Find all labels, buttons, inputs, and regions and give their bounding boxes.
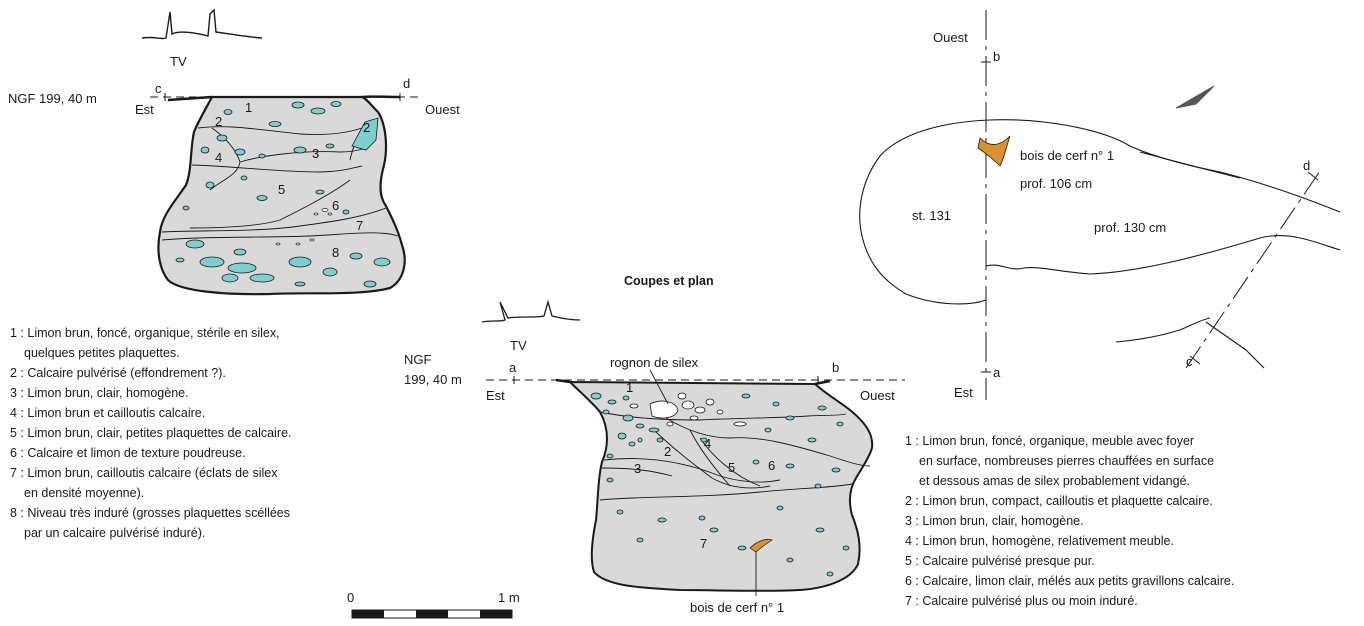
plan-depth-2: prof. 130 cm [1094, 220, 1166, 235]
legend-left-item: quelques petites plaquettes. [24, 346, 180, 360]
axis-cd [1185, 167, 1323, 369]
est-label-2: Est [486, 388, 505, 403]
plan-point-d: d [1303, 158, 1310, 173]
plan-est: Est [954, 385, 973, 400]
pit-profile-2 [567, 380, 874, 592]
plan-view: Ouest b a Est c d bois de cerf n° 1 prof… [859, 10, 1341, 400]
ngf-label-line2: 199, 40 m [404, 372, 462, 387]
layer-7-label-2: 7 [700, 536, 707, 551]
plan-point-c: c [1186, 354, 1193, 369]
legend-left-item: 4 : Limon brun et cailloutis calcaire. [10, 406, 206, 420]
layer-2b-label: 2 [363, 120, 370, 135]
pit-profile [157, 95, 406, 296]
ngf-label: NGF 199, 40 m [8, 91, 97, 106]
legend-right: 1 : Limon brun, foncé, organique, meuble… [905, 431, 1360, 611]
north-arrow [1175, 85, 1215, 109]
point-c-label: c [155, 81, 162, 96]
ngf-label-line1: NGF [404, 352, 432, 367]
tv-label: TV [170, 54, 187, 69]
legend-left-item: 3 : Limon brun, clair, homogène. [10, 386, 189, 400]
legend-right-item: 3 : Limon brun, clair, homogène. [905, 514, 1084, 528]
antler-find-plan [977, 135, 1011, 167]
legend-left-item: par un calcaire pulvérisé induré). [24, 526, 206, 540]
legend-left: 1 : Limon brun, foncé, organique, stéril… [10, 323, 400, 543]
layer-2-label-2: 2 [664, 444, 671, 459]
legend-left-item: en densité moyenne). [24, 486, 145, 500]
layer-4-label: 4 [215, 150, 222, 165]
layer-2a-label: 2 [215, 114, 222, 129]
pit-outline [859, 119, 1131, 305]
legend-right-item: 6 : Calcaire, limon clair, mélés aux pet… [905, 574, 1235, 588]
legend-right-item: 2 : Limon brun, compact, cailloutis et p… [905, 494, 1213, 508]
point-b-label-2: b [832, 360, 839, 375]
layer-6-label: 6 [332, 198, 339, 213]
annotation-bois: bois de cerf n° 1 [690, 600, 784, 615]
antler-find-section [749, 538, 773, 553]
layer-8-label: 8 [332, 245, 339, 260]
plan-depth-1: prof. 106 cm [1020, 176, 1092, 191]
legend-left-item: 1 : Limon brun, foncé, organique, stéril… [10, 326, 280, 340]
figure-title: Coupes et plan [624, 274, 714, 288]
legend-right-item: 4 : Limon brun, homogène, relativement m… [905, 534, 1174, 548]
layer-3-label: 3 [312, 146, 319, 161]
scale-end: 1 m [498, 590, 520, 605]
legend-left-item: 6 : Calcaire et limon de texture poudreu… [10, 446, 246, 460]
layer-1-label: 1 [245, 100, 252, 115]
legend-left-item: 2 : Calcaire pulvérisé (effondrement ?). [10, 366, 226, 380]
flint-nodule [629, 392, 747, 427]
point-d-label: d [403, 76, 410, 91]
vegetation-symbol-2 [481, 299, 581, 323]
stones-middle [590, 392, 850, 577]
section-ab: TV NGF 199, 40 m a b Est Ouest rognon de… [404, 299, 905, 615]
legend-right-item: en surface, nombreuses pierres chauffées… [919, 454, 1215, 468]
legend-right-item: et dessous amas de silex probablement vi… [919, 474, 1190, 488]
legend-left-item: 5 : Limon brun, clair, petites plaquette… [10, 426, 292, 440]
plan-find-label: bois de cerf n° 1 [1020, 148, 1114, 163]
layer-7-label: 7 [356, 218, 363, 233]
layer-6-label-2: 6 [768, 458, 775, 473]
layer-boundaries-2 [599, 411, 871, 501]
annotation-rognon: rognon de silex [610, 355, 699, 370]
legend-right-item: 7 : Calcaire pulvérisé plus ou moin indu… [905, 594, 1138, 608]
layer-1-label-2: 1 [626, 380, 633, 395]
vegetation-symbol [141, 8, 263, 40]
tv-label-2: TV [510, 338, 527, 353]
layer-4-label-2: 4 [704, 436, 711, 451]
point-a-label-2: a [509, 360, 517, 375]
legend-right-item: 5 : Calcaire pulvérisé presque pur. [905, 554, 1095, 568]
scale-start: 0 [347, 590, 354, 605]
plan-point-b: b [993, 49, 1000, 64]
legend-right-item: 1 : Limon brun, foncé, organique, meuble… [905, 434, 1195, 448]
est-label: Est [135, 102, 154, 117]
stones-left [175, 101, 391, 288]
scale-bar: 0 1 m [347, 590, 520, 619]
layer-5-label-2: 5 [728, 460, 735, 475]
legend-left-item: 8 : Niveau très induré (grosses plaquett… [10, 506, 291, 520]
layer-boundaries [161, 126, 399, 241]
legend-left-item: 7 : Limon brun, cailloutis calcaire (écl… [10, 466, 278, 480]
plan-ouest: Ouest [933, 30, 968, 45]
plan-feature: st. 131 [912, 208, 951, 223]
layer-5-label: 5 [278, 182, 285, 197]
plan-point-a: a [993, 365, 1001, 380]
ouest-label-2: Ouest [860, 388, 895, 403]
section-cd: TV NGF 199, 40 m c d Est Ouest [8, 8, 460, 296]
layer-3-label-2: 3 [634, 461, 641, 476]
ouest-label: Ouest [425, 102, 460, 117]
